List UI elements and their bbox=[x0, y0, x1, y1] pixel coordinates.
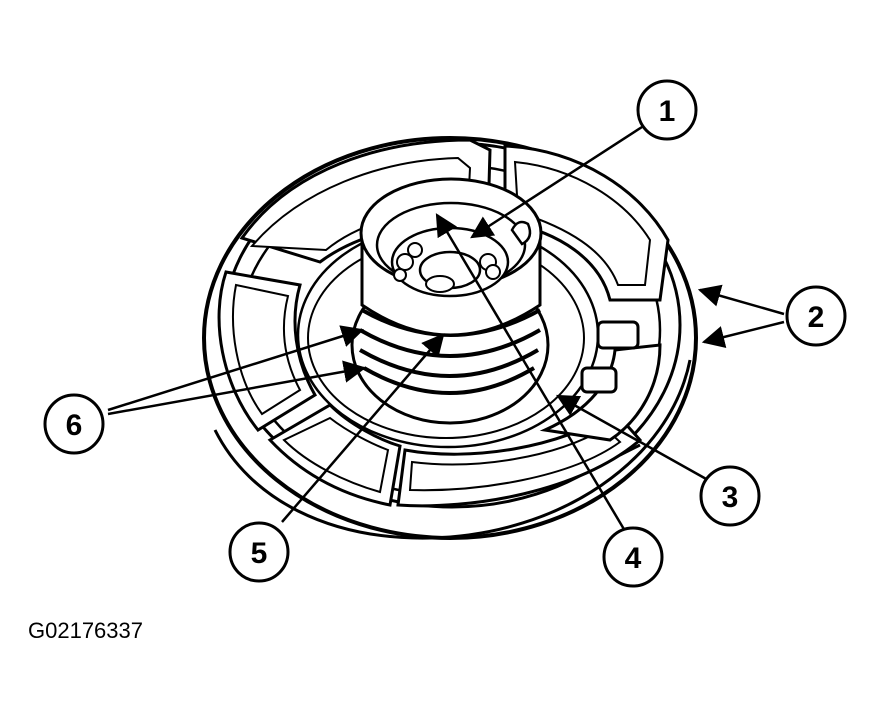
leader-2b bbox=[701, 320, 785, 349]
callout-1-label: 1 bbox=[659, 95, 676, 128]
leader-lines bbox=[107, 125, 785, 537]
leader-5 bbox=[281, 333, 445, 523]
side-ports bbox=[580, 320, 641, 457]
leader-1 bbox=[470, 125, 643, 239]
leader-4 bbox=[435, 213, 630, 537]
callout-5: 5 bbox=[228, 521, 290, 583]
callout-6-label: 6 bbox=[66, 409, 83, 442]
callout-4: 4 bbox=[602, 526, 664, 588]
callout-2-label: 2 bbox=[808, 301, 825, 334]
central-hub bbox=[350, 177, 550, 425]
leader-2a bbox=[697, 284, 785, 316]
leader-6a bbox=[107, 325, 365, 412]
callout-3-label: 3 bbox=[722, 481, 739, 514]
figure-code: G02176337 bbox=[28, 618, 143, 643]
callout-1: 1 bbox=[636, 79, 698, 141]
callout-2: 2 bbox=[785, 285, 847, 347]
callout-4-label: 4 bbox=[625, 542, 642, 575]
callouts: 1 2 3 4 5 6 bbox=[43, 79, 847, 588]
callout-5-label: 5 bbox=[251, 537, 268, 570]
callout-3: 3 bbox=[699, 465, 761, 527]
callout-6: 6 bbox=[43, 393, 105, 455]
leader-6b bbox=[107, 360, 367, 416]
leader-3 bbox=[556, 394, 709, 482]
